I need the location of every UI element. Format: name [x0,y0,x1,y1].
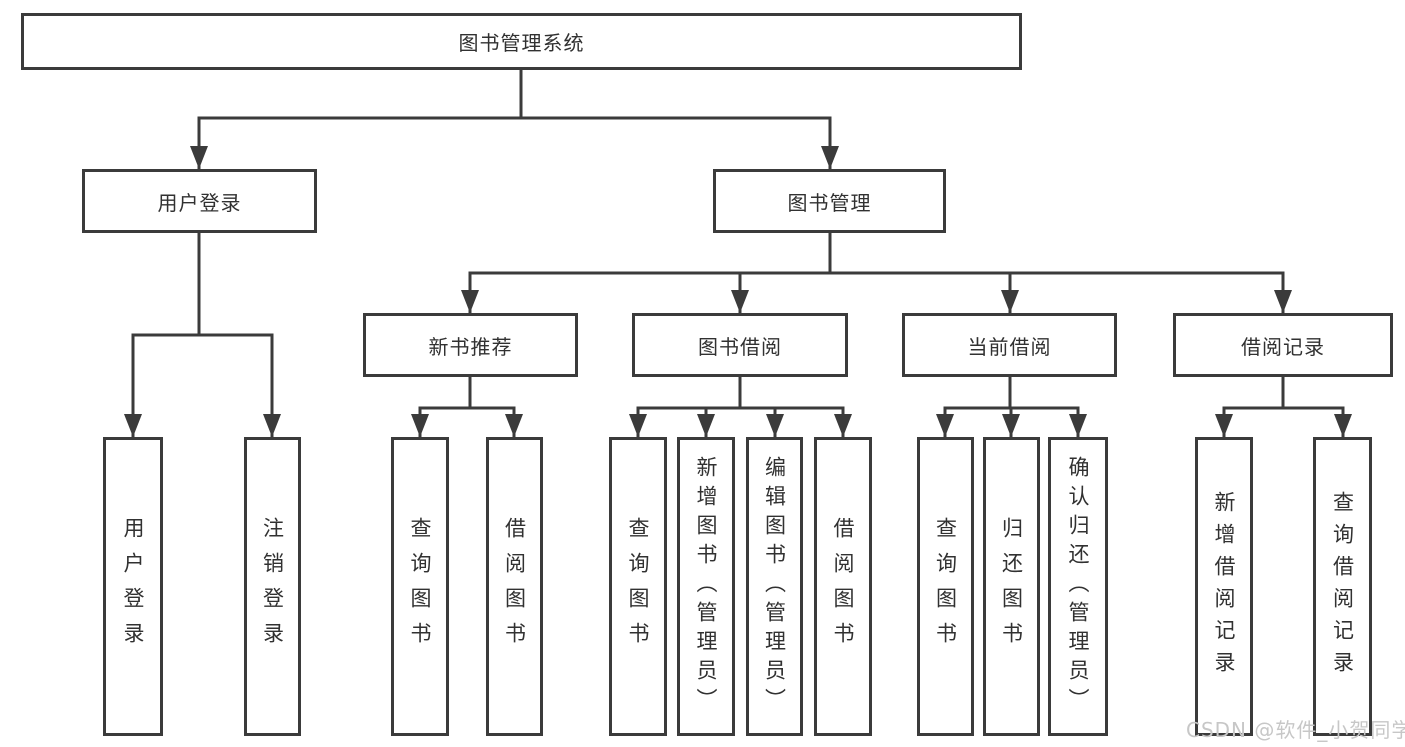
leaf-current-query-book: 查询图书 [917,437,974,736]
csdn-watermark: CSDN @软件_小贺同学 [1186,718,1405,742]
node-label: 借阅记录 [1241,334,1325,359]
node-label: 归还图书 [999,516,1024,657]
node-label: 借阅图书 [502,516,527,657]
node-label: 新书推荐 [428,334,513,359]
node-new-book-recommend: 新书推荐 [363,313,578,377]
node-label: 图书管理系统 [458,31,585,55]
node-label: 确认归还（管理员） [1066,456,1090,717]
node-label: 图书借阅 [698,334,782,359]
leaf-logout: 注销登录 [244,437,301,736]
leaf-add-book-admin: 新增图书（管理员） [677,437,735,736]
node-book-management: 图书管理 [713,169,946,233]
leaf-recommend-query-book: 查询图书 [391,437,449,736]
leaf-confirm-return-admin: 确认归还（管理员） [1048,437,1108,736]
node-label: 查询图书 [408,516,432,657]
node-label: 查询图书 [933,516,958,657]
node-label: 编辑图书（管理员） [762,456,787,717]
leaf-borrow-query-book: 查询图书 [609,437,667,736]
node-label: 借阅图书 [831,516,855,657]
node-current-borrow: 当前借阅 [902,313,1117,377]
leaf-borrow-book: 借阅图书 [814,437,872,736]
node-label: 新增借阅记录 [1212,490,1236,683]
node-label: 新增图书（管理员） [694,456,718,717]
node-library-system: 图书管理系统 [21,13,1022,70]
leaf-add-borrow-record: 新增借阅记录 [1195,437,1253,736]
node-label: 注销登录 [260,516,285,657]
node-label: 当前借阅 [967,334,1052,359]
node-label: 用户登录 [121,516,145,657]
leaf-recommend-borrow-book: 借阅图书 [486,437,543,736]
node-book-borrow: 图书借阅 [632,313,848,377]
node-user-login: 用户登录 [82,169,317,233]
leaf-edit-book-admin: 编辑图书（管理员） [746,437,803,736]
node-label: 查询图书 [626,516,650,657]
node-label: 图书管理 [787,190,872,215]
leaf-return-book: 归还图书 [983,437,1040,736]
leaf-user-login: 用户登录 [103,437,163,736]
node-borrow-records: 借阅记录 [1173,313,1393,377]
node-label: 用户登录 [157,190,242,215]
arrowheads [124,146,1352,437]
node-label: 查询借阅记录 [1330,490,1355,683]
leaf-query-borrow-record: 查询借阅记录 [1313,437,1372,736]
